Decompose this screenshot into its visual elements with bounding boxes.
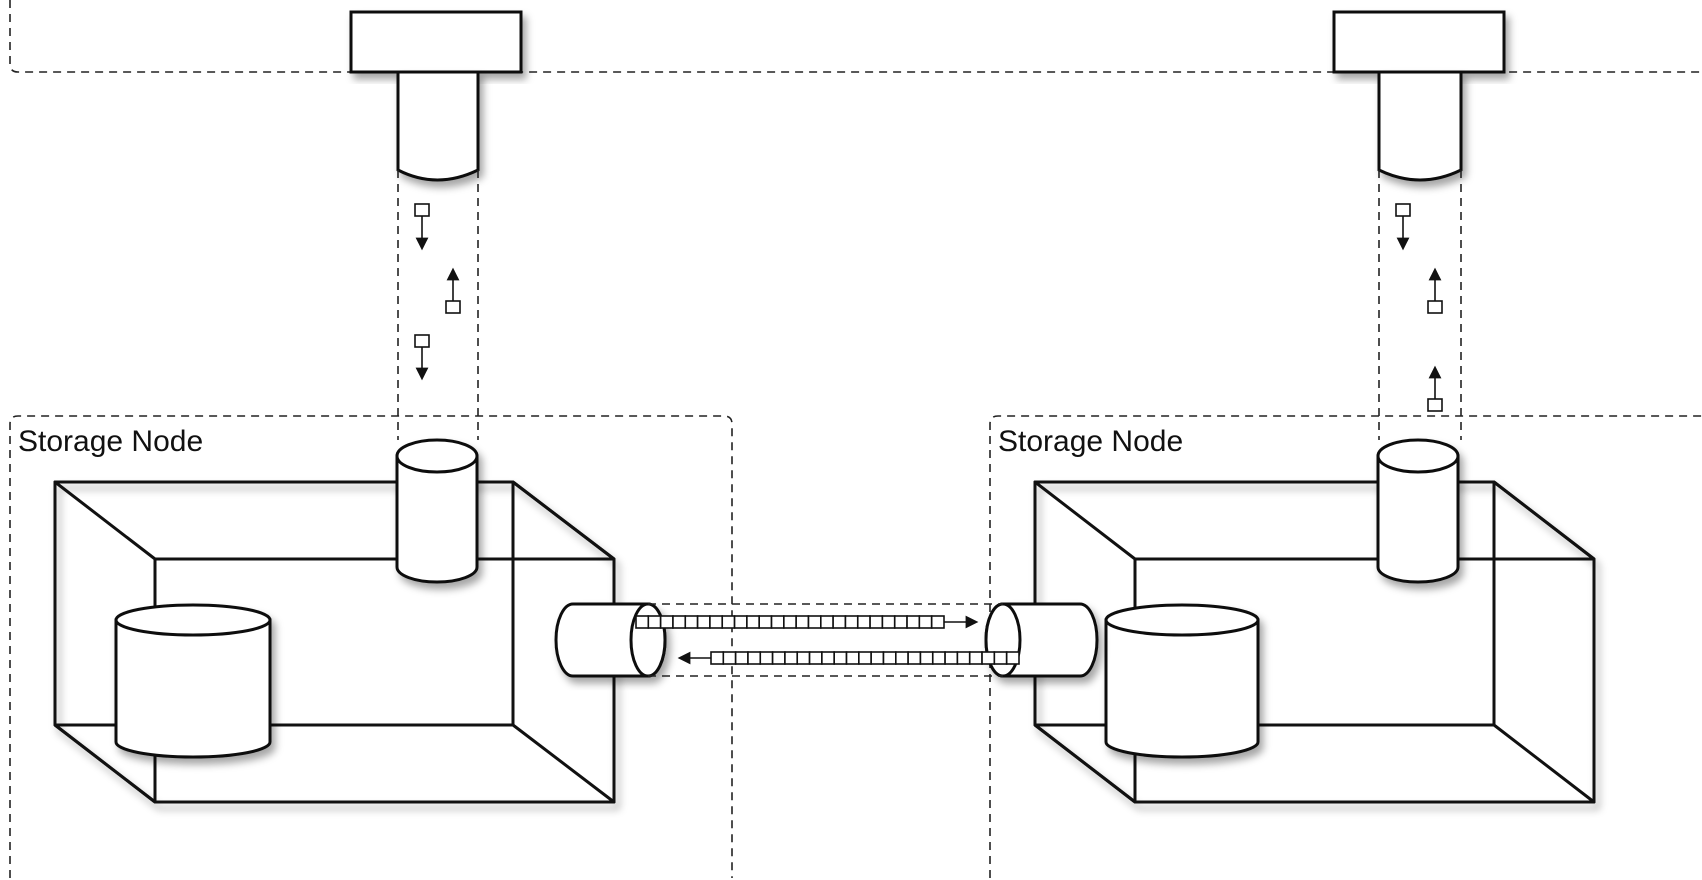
replication-segment — [808, 616, 820, 628]
response-packet-up-3 — [1428, 372, 1442, 411]
replication-segment — [722, 616, 734, 628]
replication-segment — [919, 616, 931, 628]
replication-segment — [932, 616, 944, 628]
replication-segment — [896, 652, 908, 664]
replication-segment — [847, 652, 859, 664]
replication-segment — [772, 616, 784, 628]
replication-segment — [858, 616, 870, 628]
replication-segment — [859, 652, 871, 664]
replication-port-right — [986, 604, 1097, 676]
replication-segment — [810, 652, 822, 664]
replication-segment — [822, 652, 834, 664]
replication-segment — [933, 652, 945, 664]
replication-segment — [834, 652, 846, 664]
replication-segment — [661, 616, 673, 628]
storage-node-label-right: Storage Node — [998, 425, 1183, 458]
replication-segment — [895, 616, 907, 628]
client-left — [351, 12, 521, 180]
replication-segment — [711, 652, 723, 664]
replication-segment — [908, 652, 920, 664]
replication-segment — [871, 652, 883, 664]
client-port-right — [1378, 440, 1458, 582]
replication-segment — [833, 616, 845, 628]
replication-segment — [710, 616, 722, 628]
replication-segment — [748, 652, 760, 664]
replication-segment — [970, 652, 982, 664]
replication-channel — [648, 604, 1003, 676]
replication-segment — [870, 616, 882, 628]
replication-port-left — [556, 604, 665, 676]
response-packet-up-2 — [1428, 274, 1442, 313]
client-port-left — [397, 440, 477, 582]
client-right — [1334, 12, 1504, 180]
client-channel-left — [398, 170, 478, 440]
replication-segment — [994, 652, 1006, 664]
replication-segment — [883, 652, 895, 664]
replication-segment — [698, 616, 710, 628]
replication-segment — [736, 652, 748, 664]
replication-segment — [945, 652, 957, 664]
replication-segment — [785, 652, 797, 664]
replication-segment — [982, 652, 994, 664]
replication-segment — [821, 616, 833, 628]
response-packet-up-1 — [446, 274, 460, 313]
replication-segment — [673, 616, 685, 628]
client-channel-right — [1379, 170, 1461, 440]
replication-segment — [636, 616, 648, 628]
request-packet-down-2 — [415, 335, 429, 374]
replication-stream-outbound — [636, 616, 944, 628]
request-packet-down-1 — [415, 204, 429, 244]
replication-segment — [723, 652, 735, 664]
replication-segment — [1007, 652, 1019, 664]
replication-segment — [957, 652, 969, 664]
replication-segment — [845, 616, 857, 628]
replication-segment — [907, 616, 919, 628]
replication-segment — [784, 616, 796, 628]
disk-left — [116, 605, 270, 757]
replication-segment — [773, 652, 785, 664]
replication-segment — [747, 616, 759, 628]
storage-node-label-left: Storage Node — [18, 425, 203, 458]
replication-segment — [685, 616, 697, 628]
replication-segment — [796, 616, 808, 628]
replication-stream-inbound — [711, 652, 1019, 664]
replication-segment — [735, 616, 747, 628]
replication-segment — [759, 616, 771, 628]
replication-segment — [648, 616, 660, 628]
replication-segment — [882, 616, 894, 628]
replication-segment — [920, 652, 932, 664]
replication-segment — [797, 652, 809, 664]
request-packet-down-3 — [1396, 204, 1410, 244]
replication-segment — [760, 652, 772, 664]
disk-right — [1106, 605, 1258, 757]
